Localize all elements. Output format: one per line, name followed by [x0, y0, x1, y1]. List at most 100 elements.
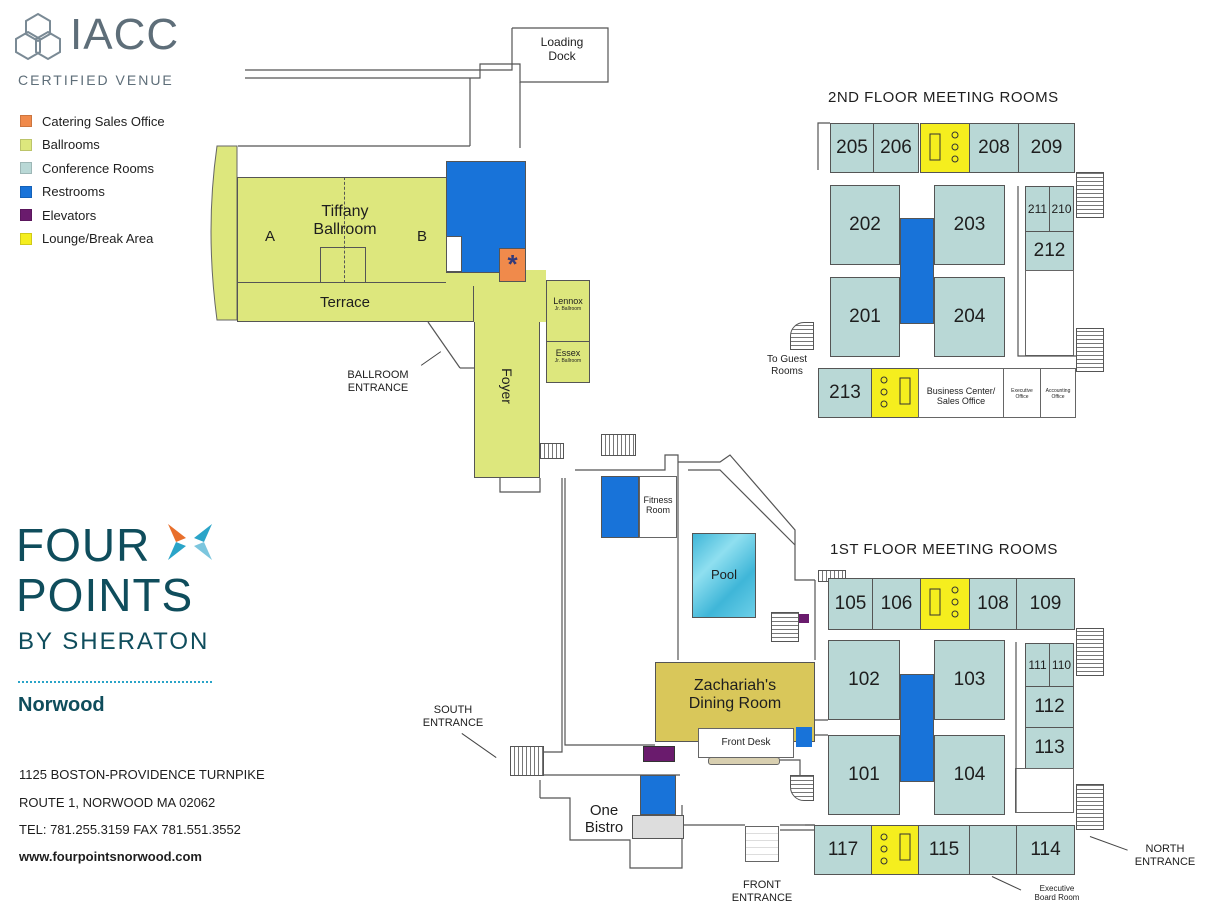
room-203[interactable]: 203: [934, 185, 1005, 265]
executive-board-room[interactable]: [969, 825, 1017, 875]
restroom-cutout: [446, 236, 462, 272]
restroom-dining-icon: [796, 727, 812, 747]
lennox-jr-ballroom[interactable]: [546, 280, 590, 342]
legend-item: Restrooms: [20, 184, 105, 200]
legend-swatch: [20, 185, 32, 198]
room-211[interactable]: 211: [1025, 186, 1050, 232]
accounting-office[interactable]: [1040, 368, 1076, 418]
room-102[interactable]: 102: [828, 640, 900, 720]
logo-by-sheraton: BY SHERATON: [18, 628, 210, 655]
restroom-floor2[interactable]: [900, 218, 934, 324]
room-206[interactable]: 206: [873, 123, 919, 173]
restroom-fitness[interactable]: [601, 476, 639, 538]
iacc-name: IACC: [70, 10, 180, 59]
room-212[interactable]: 212: [1025, 231, 1074, 271]
legend-label: Catering Sales Office: [42, 113, 165, 129]
logo-points: POINTS: [16, 569, 194, 621]
legend-item: Catering Sales Office: [20, 113, 165, 129]
iacc-tagline: CERTIFIED VENUE: [18, 72, 174, 88]
stairs-pool-icon: [771, 612, 799, 642]
website-link[interactable]: www.fourpointsnorwood.com: [19, 849, 202, 864]
essex-label: Essex: [555, 348, 581, 358]
legend-swatch: [20, 162, 32, 174]
room-114[interactable]: 114: [1016, 825, 1075, 875]
room-208[interactable]: 208: [969, 123, 1019, 173]
tiffany-divider: [344, 177, 345, 283]
legend-swatch: [20, 138, 32, 151]
phone-fax: TEL: 781.255.3159 FAX 781.551.3552: [19, 822, 241, 837]
room-210[interactable]: 210: [1049, 186, 1074, 232]
stairs-floor1-ne-icon: [1076, 628, 1104, 676]
room-117[interactable]: 117: [814, 825, 872, 875]
restroom-bistro[interactable]: [640, 775, 676, 815]
room-204[interactable]: 204: [934, 277, 1005, 357]
bistro-label: One Bistro: [584, 802, 624, 837]
lounge-floor1-north[interactable]: [920, 578, 970, 630]
pool[interactable]: [692, 533, 756, 618]
room-109[interactable]: 109: [1016, 578, 1075, 630]
front-desk-counter: [708, 757, 780, 765]
room-111[interactable]: 111: [1025, 643, 1050, 687]
south-entrance-door[interactable]: [510, 746, 544, 776]
legend-label: Ballrooms: [42, 137, 100, 152]
legend-swatch: [20, 232, 32, 245]
room-209[interactable]: 209: [1018, 123, 1075, 173]
ballroom-entrance-label: BALLROOM ENTRANCE: [347, 369, 409, 394]
room-105[interactable]: 105: [828, 578, 873, 630]
room-101[interactable]: 101: [828, 735, 900, 815]
room-112[interactable]: 112: [1025, 686, 1074, 728]
front-desk[interactable]: [698, 728, 794, 758]
stairs-floor2-ne-icon: [1076, 172, 1104, 218]
restroom-floor1[interactable]: [900, 674, 934, 782]
legend-item: Elevators: [20, 207, 96, 223]
tiffany-ballroom-label: Tiffany Ballroom: [313, 203, 377, 239]
lennox-sub-label: Jr. Ballroom: [554, 306, 582, 312]
fitness-room-label: Fitness Room: [643, 495, 673, 516]
front-entrance-label: FRONT ENTRANCE: [731, 879, 793, 904]
room-110[interactable]: 110: [1049, 643, 1074, 687]
lounge-floor1-south[interactable]: [871, 825, 919, 875]
room-201[interactable]: 201: [830, 277, 900, 357]
business-center-label: Business Center/ Sales Office: [926, 386, 996, 407]
catering-sales-office[interactable]: [499, 248, 526, 282]
room-213[interactable]: 213: [818, 368, 872, 418]
essex-sub-label: Jr. Ballroom: [554, 358, 582, 364]
floor2-heading: 2ND FLOOR MEETING ROOMS: [828, 89, 1059, 106]
stairs-floor1-se-icon: [1076, 784, 1104, 830]
front-desk-label: Front Desk: [721, 737, 771, 748]
essex-jr-ballroom[interactable]: [546, 341, 590, 383]
lounge-floor2-south[interactable]: [871, 368, 919, 418]
legend-label: Restrooms: [42, 184, 105, 199]
room-106[interactable]: 106: [872, 578, 921, 630]
room-108[interactable]: 108: [969, 578, 1017, 630]
tiffany-b-label: B: [416, 228, 427, 245]
logo-divider: [18, 681, 212, 683]
room-104[interactable]: 104: [934, 735, 1005, 815]
room-205[interactable]: 205: [830, 123, 874, 173]
room-115[interactable]: 115: [918, 825, 970, 875]
legend-swatch: [20, 209, 32, 221]
business-center[interactable]: [918, 368, 1004, 418]
fitness-room[interactable]: [639, 476, 677, 538]
floor2-east-corridor: [1025, 270, 1074, 356]
floor1-east-corridor: [1015, 768, 1074, 813]
room-202[interactable]: 202: [830, 185, 900, 265]
elevator-lobby-icon: [643, 746, 675, 762]
terrace[interactable]: [237, 282, 474, 322]
legend-item: Lounge/Break Area: [20, 231, 153, 247]
front-entrance-vestibule[interactable]: [745, 826, 779, 862]
room-113[interactable]: 113: [1025, 727, 1074, 769]
bistro-bar: [632, 815, 684, 839]
logo-four: FOUR: [16, 519, 151, 571]
terrace-label: Terrace: [319, 294, 371, 311]
south-entrance-label: SOUTH ENTRANCE: [422, 704, 484, 729]
four-points-logo-icon: [168, 524, 212, 560]
executive-office-label: Executive Office: [1011, 388, 1033, 400]
loading-dock-label: Loading Dock: [540, 35, 584, 63]
room-103[interactable]: 103: [934, 640, 1005, 720]
elevator-pool-icon: [799, 614, 809, 623]
ballroom-curve: [210, 145, 238, 321]
lounge-floor2-north[interactable]: [920, 123, 970, 173]
legend-item: Ballrooms: [20, 137, 100, 153]
